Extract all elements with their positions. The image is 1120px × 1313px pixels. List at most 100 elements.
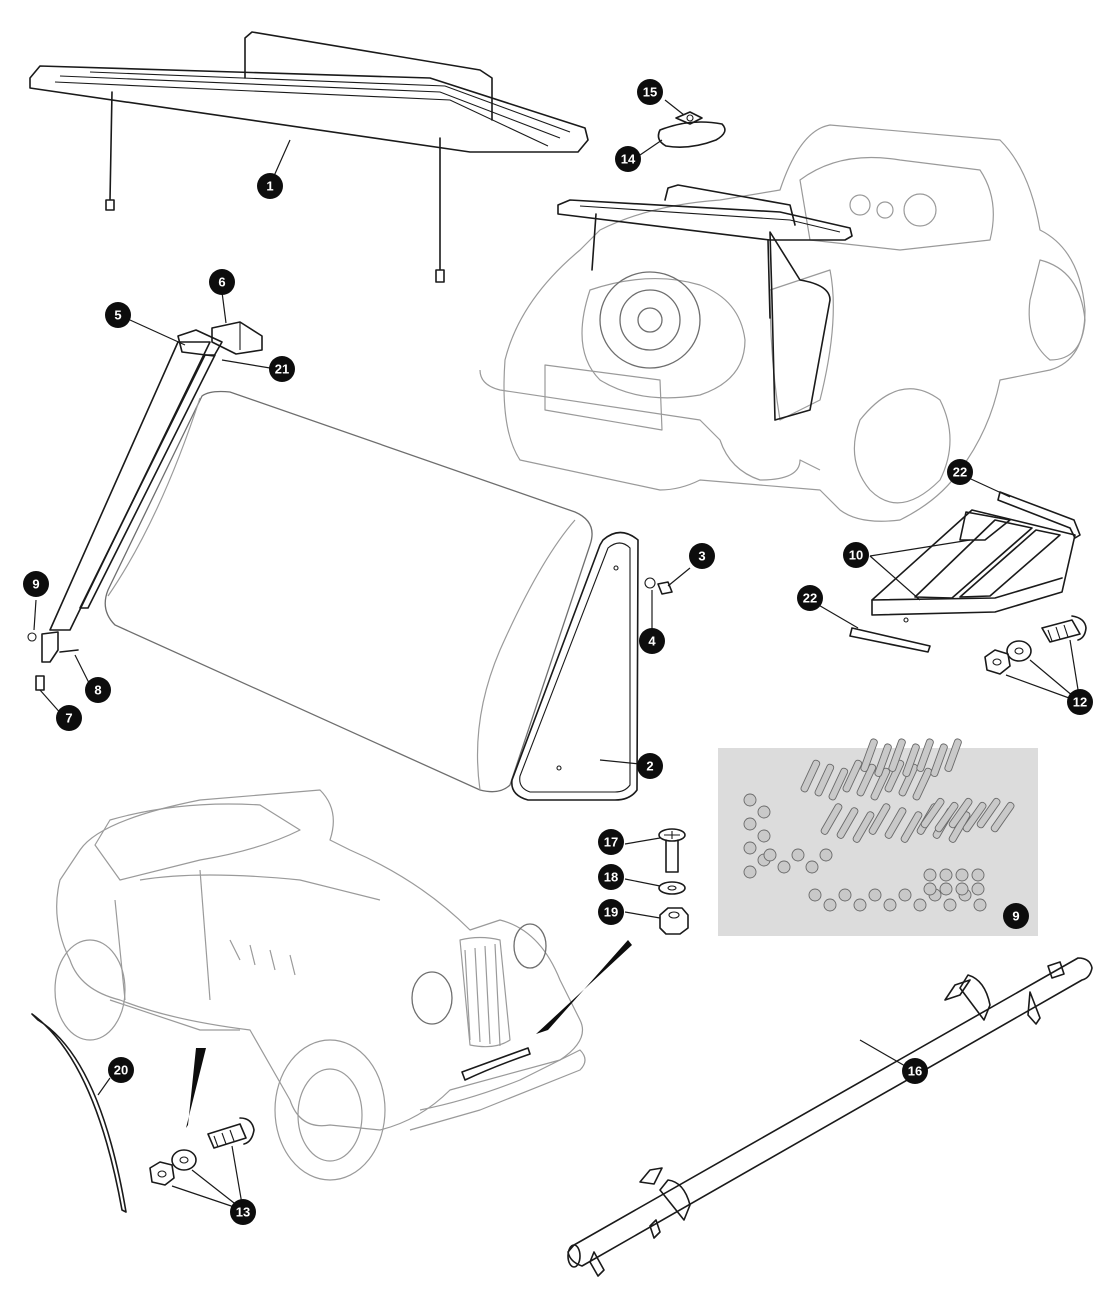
callout-label: 5 [114, 308, 121, 323]
kit-nut [743, 865, 757, 879]
callout-c18: 18 [598, 864, 624, 890]
callout-label: 1 [266, 179, 273, 194]
callout-circle [105, 302, 131, 328]
kit-bolt [860, 738, 878, 772]
callout-label: 2 [646, 759, 653, 774]
kit-nut [868, 888, 882, 902]
callout-label: 18 [604, 870, 618, 885]
callout-circle [230, 1199, 256, 1225]
callout-circle [639, 628, 665, 654]
kit-nut [743, 841, 757, 855]
car-front-view [54, 789, 632, 1181]
kit-nut [898, 888, 912, 902]
callout-circle [615, 146, 641, 172]
mounting-plate [639, 99, 726, 156]
kit-nut [973, 898, 987, 912]
callout-c17: 17 [598, 829, 624, 855]
tonneau-rail [567, 957, 1093, 1277]
callout-circle [1003, 903, 1029, 929]
callout-c4: 4 [639, 628, 665, 654]
windscreen-glass [104, 390, 593, 793]
kit-bolt [814, 763, 835, 797]
kit-nut [939, 868, 953, 882]
callout-c1: 1 [257, 173, 283, 199]
callout-c14: 14 [615, 146, 641, 172]
luggage-rack [29, 31, 589, 283]
callout-c2: 2 [637, 753, 663, 779]
callout-c16: 16 [902, 1058, 928, 1084]
callout-c10: 10 [843, 542, 869, 568]
wing-beading [31, 1013, 127, 1213]
callout-label: 22 [803, 591, 817, 606]
callout-c9a: 9 [23, 571, 49, 597]
kit-bolt [842, 759, 863, 793]
kit-bolt [868, 803, 891, 835]
callout-label: 6 [218, 275, 225, 290]
callout-c20: 20 [108, 1057, 134, 1083]
kit-bolt [836, 807, 859, 839]
kit-nut [757, 829, 771, 843]
screw-washer-nut-set [624, 828, 689, 935]
kit-nut [883, 898, 897, 912]
kit-nut [743, 793, 757, 807]
callout-circle [23, 571, 49, 597]
car-rear-view [479, 124, 1086, 522]
kit-bolt [820, 803, 843, 835]
callout-circle [598, 829, 624, 855]
callout-circle [209, 269, 235, 295]
callout-c21: 21 [269, 356, 295, 382]
callout-circle [843, 542, 869, 568]
callout-circle [902, 1058, 928, 1084]
kit-nut [971, 882, 985, 896]
callout-label: 22 [953, 465, 967, 480]
callout-label: 8 [94, 683, 101, 698]
kit-bolt [976, 797, 1001, 829]
kit-bolt [962, 801, 987, 833]
callout-c15: 15 [637, 79, 663, 105]
kit-nut [943, 898, 957, 912]
callout-circle [56, 705, 82, 731]
kit-nut [939, 882, 953, 896]
kit-nut [823, 898, 837, 912]
callout-label: 15 [643, 85, 657, 100]
kit-bolt [948, 797, 973, 829]
callout-circle [269, 356, 295, 382]
callout-label: 9 [1012, 909, 1019, 924]
kit-nut [913, 898, 927, 912]
callout-label: 3 [698, 549, 705, 564]
callout-label: 17 [604, 835, 618, 850]
callout-circle [85, 677, 111, 703]
callout-label: 4 [648, 634, 656, 649]
kit-bolt [934, 801, 959, 833]
callout-circle [689, 543, 715, 569]
kit-nut [853, 898, 867, 912]
callout-c5: 5 [105, 302, 131, 328]
kit-bolt [930, 743, 948, 777]
kit-nut [955, 868, 969, 882]
callout-label: 13 [236, 1205, 250, 1220]
kit-bolt [888, 738, 906, 772]
callout-label: 21 [275, 362, 289, 377]
kit-nut [923, 868, 937, 882]
kit-bolt [800, 759, 821, 793]
bolt-nut-washer-13 [149, 1117, 255, 1211]
kit-nut [805, 860, 819, 874]
callout-c3: 3 [689, 543, 715, 569]
callout-circle [598, 899, 624, 925]
callout-c13: 13 [230, 1199, 256, 1225]
callout-label: 9 [32, 577, 39, 592]
callout-label: 10 [849, 548, 863, 563]
callout-c22a: 22 [947, 459, 973, 485]
kit-nut [791, 848, 805, 862]
callout-circle [108, 1057, 134, 1083]
callout-label: 7 [65, 711, 72, 726]
callout-circle [797, 585, 823, 611]
kit-bolt [870, 767, 891, 801]
kit-bolt [902, 743, 920, 777]
callout-c9b: 9 [1003, 903, 1029, 929]
callout-label: 20 [114, 1063, 128, 1078]
callout-c22b: 22 [797, 585, 823, 611]
callout-label: 12 [1073, 695, 1087, 710]
